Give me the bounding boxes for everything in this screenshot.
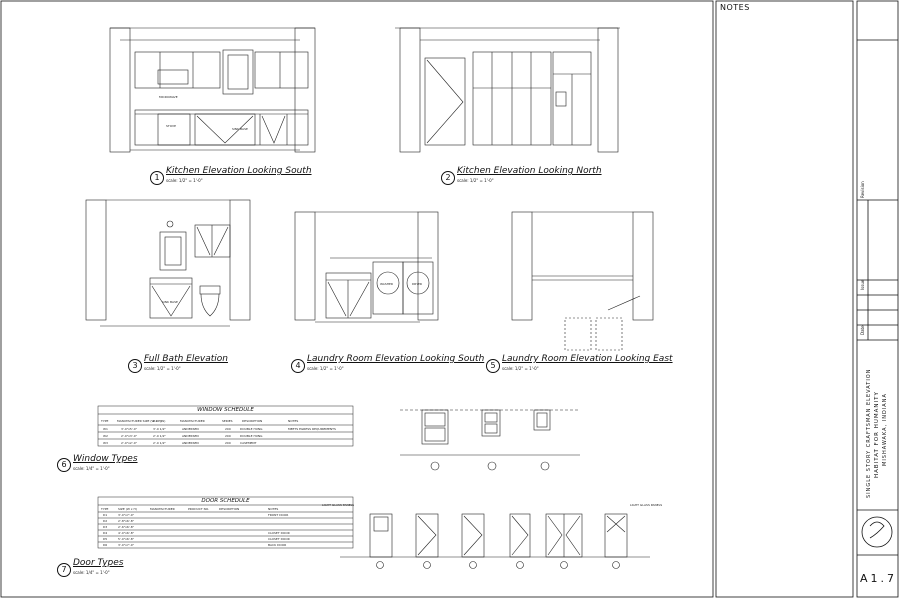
- label-light-glass-panels-2: LIGHT GLASS PANELS: [630, 503, 663, 507]
- drawing-scale-3: scale: 1/2" = 1'-0": [144, 366, 181, 371]
- drawing-number-1: 1: [150, 171, 164, 185]
- ds-cell: 5'-0"x6'-8": [118, 537, 134, 541]
- ws-cell: W1: [103, 427, 108, 431]
- drawing-number-6: 6: [57, 458, 71, 472]
- ws-cell: CASEMENT: [240, 441, 257, 445]
- drawing-scale-7: scale: 1/4" = 1'-0": [73, 570, 110, 575]
- ds-cell: 3'-0"x7'-0": [118, 543, 134, 547]
- ds-cell: CLOSET DOOR: [268, 531, 290, 535]
- ds-header: DESCRIPTION: [219, 507, 240, 511]
- drawing-title-1: Kitchen Elevation Looking South: [166, 166, 312, 176]
- drawing-title-7: Door Types: [73, 558, 124, 568]
- elev-laundry-east: [511, 211, 654, 351]
- ws-header: SERIES: [222, 419, 233, 423]
- project-line-1: SINGLE STORY CRAFTSMAN ELEVATION: [866, 368, 872, 498]
- ds-cell: FRONT DOOR: [268, 513, 289, 517]
- window-types-elev: [400, 409, 580, 471]
- drawing-number-2: 2: [441, 171, 455, 185]
- drawing-number-4: 4: [291, 359, 305, 373]
- ds-cell: 4'-0"x6'-8": [118, 531, 134, 535]
- ws-cell: 2'-0"x2'-0": [121, 441, 137, 445]
- drawing-scale-2: scale: 1/2" = 1'-0": [457, 178, 494, 183]
- project-line-2: HABITAT FOR HUMANITY: [874, 391, 880, 478]
- ws-cell: ANDERSEN: [182, 441, 199, 445]
- schedule-grids: [97, 405, 354, 549]
- ds-cell: 2'-6"x6'-8": [118, 525, 134, 529]
- elev-laundry-south: [294, 211, 439, 323]
- drawing-scale-6: scale: 1/4" = 1'-0": [73, 466, 110, 471]
- elev-kitchen-north: [395, 27, 620, 153]
- drawing-scale-4: scale: 1/2" = 1'-0": [307, 366, 344, 371]
- label-dryer: DRYER: [412, 282, 423, 286]
- ws-header: MANUFACTURER SIZE (W x H): [117, 419, 162, 423]
- ws-header: NOTES: [288, 419, 299, 423]
- ds-cell: D3: [103, 525, 108, 529]
- drawing-title-3: Full Bath Elevation: [144, 354, 228, 364]
- ds-cell: BACK DOOR: [268, 543, 287, 547]
- ws-cell: 200: [225, 434, 231, 438]
- ws-cell: 3'-0"x5'-0": [121, 427, 137, 431]
- ds-cell: D4: [103, 531, 108, 535]
- ws-header: TYPE: [101, 419, 109, 423]
- sheet-number: A1.7: [860, 572, 898, 585]
- label-stove: STOVE: [166, 124, 176, 128]
- ws-cell: 200: [225, 427, 231, 431]
- ds-cell: D6: [103, 543, 108, 547]
- ws-cell: W2: [103, 434, 108, 438]
- drawing-title-5: Laundry Room Elevation Looking East: [502, 354, 673, 364]
- drawing-scale-5: scale: 1/2" = 1'-0": [502, 366, 539, 371]
- issue-label: Issue: [860, 279, 865, 290]
- door-schedule-title: DOOR SCHEDULE: [201, 498, 250, 504]
- ds-header: TYPE: [101, 507, 109, 511]
- ws-cell: ANDERSEN: [182, 434, 199, 438]
- ws-cell: 2'-0"x3'-0": [121, 434, 137, 438]
- ws-cell: W3: [103, 441, 108, 445]
- drawing-title-2: Kitchen Elevation Looking North: [457, 166, 602, 176]
- ds-cell: 3'-0"x7'-0": [118, 513, 134, 517]
- label-bath-sink-base: SINK BASE: [162, 300, 178, 304]
- drawing-number-5: 5: [486, 359, 500, 373]
- ws-cell: DOUBLE HUNG: [240, 434, 263, 438]
- ds-cell: CLOSET DOOR: [268, 537, 290, 541]
- ws-header: R.O. (W): [153, 419, 166, 423]
- label-washer: WASHER: [380, 282, 393, 286]
- ws-header: MANUFACTURER: [180, 419, 205, 423]
- drawing-number-7: 7: [57, 563, 71, 577]
- ws-cell: ANDERSEN: [182, 427, 199, 431]
- drawing-title-6: Window Types: [73, 454, 138, 464]
- ws-header: DESCRIPTION: [242, 419, 263, 423]
- ws-cell: DOUBLE HUNG: [240, 427, 263, 431]
- door-types-elev: [340, 513, 650, 569]
- ds-header: PRODUCT NO.: [188, 507, 210, 511]
- ds-cell: 2'-8"x6'-8": [118, 519, 134, 523]
- ds-cell: D5: [103, 537, 108, 541]
- ws-cell: 3'-0 1/2": [153, 427, 166, 431]
- ds-header: SIZE (W x H): [118, 507, 137, 511]
- drawing-scale-1: scale: 1/2" = 1'-0": [166, 178, 203, 183]
- ws-cell: MEETS EGRESS REQUIREMENTS: [288, 427, 336, 431]
- revision-label: Revision: [860, 181, 865, 198]
- label-light-glass-panels: LIGHT GLASS PANELS: [322, 503, 355, 507]
- label-sink-base: SINK BASE: [232, 127, 248, 131]
- date-label: Date: [860, 325, 865, 335]
- ds-cell: D2: [103, 519, 108, 523]
- elev-kitchen-south: [109, 27, 316, 153]
- ws-cell: 200: [225, 441, 231, 445]
- ds-cell: D1: [103, 513, 108, 517]
- elev-full-bath: [85, 199, 251, 327]
- drawing-title-4: Laundry Room Elevation Looking South: [307, 354, 485, 364]
- ds-header: NOTES: [268, 507, 279, 511]
- window-schedule-title: WINDOW SCHEDULE: [197, 407, 254, 413]
- ws-cell: 2'-0 1/2": [153, 441, 166, 445]
- project-line-3: MISHAWAKA, INDIANA: [882, 393, 888, 466]
- notes-heading: NOTES: [720, 3, 750, 12]
- label-microwave: MICROWAVE: [159, 95, 178, 99]
- drawing-number-3: 3: [128, 359, 142, 373]
- ds-header: MANUFACTURER: [150, 507, 175, 511]
- ws-cell: 2'-0 1/2": [153, 434, 166, 438]
